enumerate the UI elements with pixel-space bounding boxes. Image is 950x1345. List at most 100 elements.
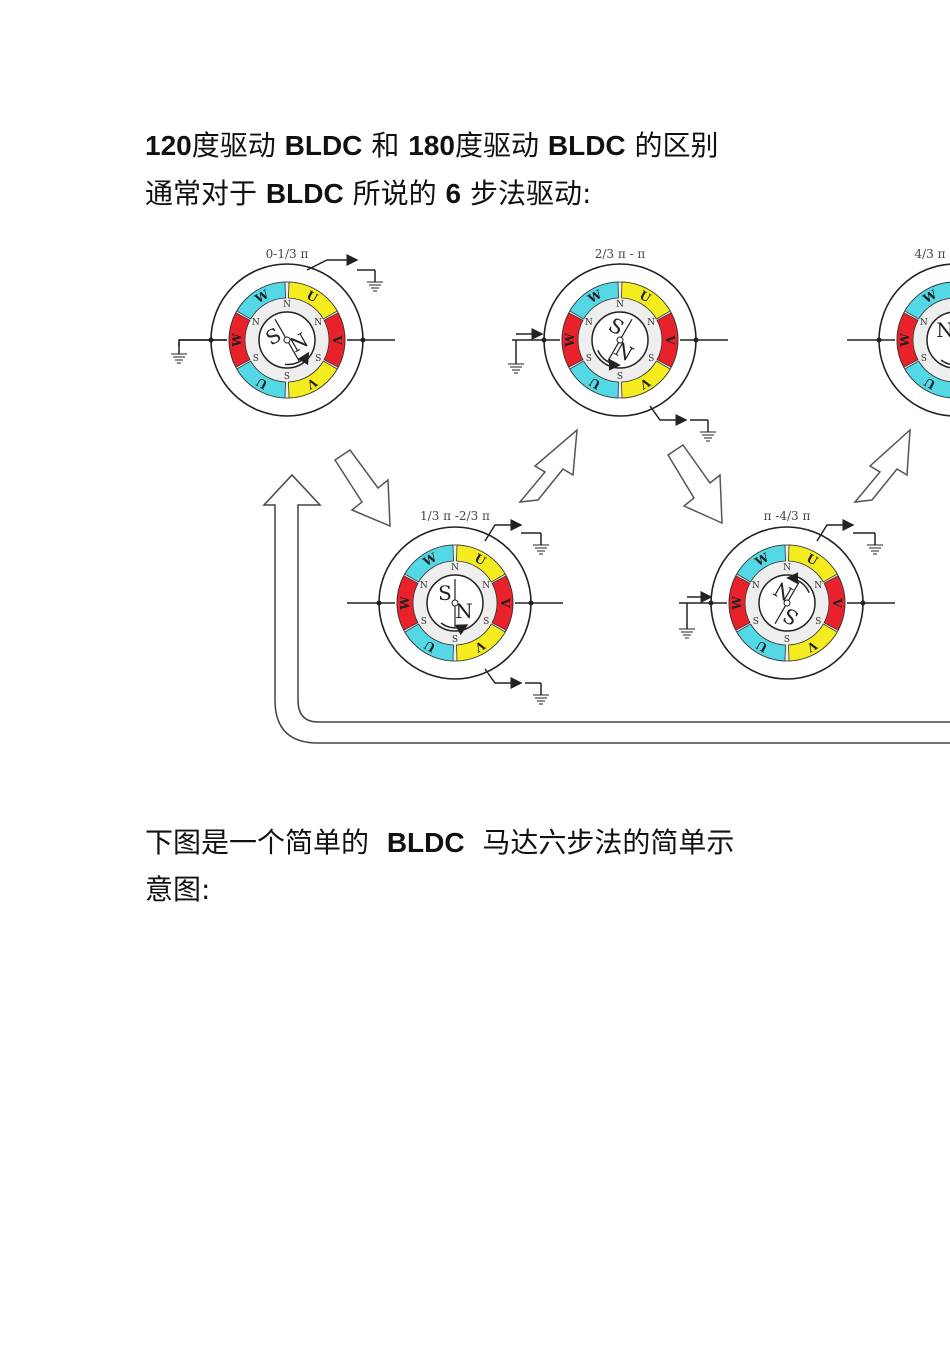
stage-label: π -4/3 π xyxy=(764,509,811,523)
segment-letter: V xyxy=(830,597,844,608)
rotor xyxy=(926,311,950,369)
inner-pole-letter: N xyxy=(752,581,760,591)
stator-segment xyxy=(404,544,454,583)
inner-pole-letter: N xyxy=(420,581,428,591)
transition-arrow xyxy=(333,428,911,528)
inner-pole-letter: S xyxy=(483,617,489,627)
inner-pole-letter: S xyxy=(586,354,592,364)
heading-text: 步法驱动: xyxy=(470,177,592,210)
heading-bldc: BLDC xyxy=(547,130,626,161)
stator-segment xyxy=(491,575,514,631)
inner-pole-letter: S xyxy=(617,372,623,382)
stator-segment xyxy=(288,360,338,399)
rotor-pole-top: N xyxy=(936,318,950,342)
body-text: 马达六步法的简单示 xyxy=(482,826,735,859)
heading-line-1: 120度驱动 BLDC 和 180度驱动 BLDC 的区别 xyxy=(145,128,719,164)
inner-pole-letter: S xyxy=(315,354,321,364)
heading-text: 度驱动 xyxy=(454,129,539,162)
heading-bldc: BLDC xyxy=(265,178,344,209)
stator-segment xyxy=(621,281,671,320)
segment-letter: W xyxy=(585,287,605,307)
inner-pole-letter: S xyxy=(421,617,427,627)
ground-icon xyxy=(171,254,383,364)
heading-text: 通常对于 xyxy=(145,177,258,210)
segment-letter: W xyxy=(252,287,272,307)
inner-pole-letter: S xyxy=(284,372,290,382)
stator-segment xyxy=(788,544,838,583)
inner-pole-letter: N xyxy=(647,318,655,328)
heading-text: 和 xyxy=(371,129,400,162)
inner-pole-letter: N xyxy=(252,318,260,328)
stator-segment xyxy=(456,544,506,583)
stator-segment xyxy=(621,360,671,399)
inner-pole-letter: S xyxy=(648,354,654,364)
return-loop-arrow xyxy=(262,473,950,744)
stator-segment xyxy=(288,281,338,320)
stator-segment xyxy=(904,360,950,399)
stator-segment xyxy=(896,312,919,368)
inner-pole-letter: S xyxy=(753,617,759,627)
inner-pole-letter: N xyxy=(283,300,291,310)
stage-label: 0-1/3 π xyxy=(266,247,309,261)
segment-letter: W xyxy=(420,550,440,570)
body-text: 意图: xyxy=(145,873,211,906)
heading-text: 度驱动 xyxy=(191,129,276,162)
inner-pole-letter: N xyxy=(314,318,322,328)
stator-segment xyxy=(728,575,751,631)
segment-letter: W xyxy=(563,333,577,348)
segment-letter: V xyxy=(663,334,677,345)
inner-pole-letter: S xyxy=(921,354,927,364)
inner-pole-letter: N xyxy=(482,581,490,591)
stator-segment xyxy=(456,623,506,662)
inner-pole-letter: S xyxy=(253,354,259,364)
heading-text: 所说的 xyxy=(352,177,437,210)
stage-label: 4/3 π xyxy=(914,247,945,261)
ground-icon xyxy=(508,328,716,442)
inner-pole-letter: S xyxy=(452,635,458,645)
text-line-2: 意图: xyxy=(145,872,210,908)
inner-pole-letter: N xyxy=(616,300,624,310)
rotor-pole-top: S xyxy=(438,581,452,605)
text-line-1: 下图是一个简单的 BLDC 马达六步法的简单示 xyxy=(145,825,734,861)
ground-icon xyxy=(679,519,883,639)
stator-segment xyxy=(236,360,286,399)
stator-segment xyxy=(823,575,846,631)
inner-pole-letter: S xyxy=(815,617,821,627)
heading-number-120: 120 xyxy=(145,130,192,161)
inner-pole-letter: N xyxy=(585,318,593,328)
inner-pole-letter: N xyxy=(451,563,459,573)
stator-segment xyxy=(561,312,584,368)
heading-number-6: 6 xyxy=(445,178,462,209)
stator-segment xyxy=(396,575,419,631)
inner-pole-letter: N xyxy=(920,318,928,328)
segment-letter: W xyxy=(898,333,912,348)
segment-letter: W xyxy=(398,596,412,611)
segment-letter: W xyxy=(920,287,940,307)
heading-line-2: 通常对于 BLDC 所说的 6 步法驱动: xyxy=(145,176,591,212)
rotor-pole-bottom: N xyxy=(455,599,473,623)
body-bldc: BLDC xyxy=(386,827,465,858)
heading-text: 的区别 xyxy=(634,129,719,162)
stator-segment xyxy=(788,623,838,662)
stator-segment xyxy=(904,281,950,320)
segment-letter: W xyxy=(752,550,772,570)
stator-segment xyxy=(569,360,619,399)
stage-label: 2/3 π - π xyxy=(595,247,646,261)
segment-letter: W xyxy=(730,596,744,611)
stator-segment xyxy=(736,544,786,583)
stator-segment xyxy=(323,312,346,368)
inner-pole-letter: N xyxy=(814,581,822,591)
inner-pole-letter: N xyxy=(783,563,791,573)
segment-letter: V xyxy=(498,597,512,608)
ground-icon xyxy=(484,519,549,705)
inner-pole-letter: S xyxy=(784,635,790,645)
stage-label: 1/3 π -2/3 π xyxy=(420,509,490,523)
stator-segment xyxy=(656,312,679,368)
stator-segment xyxy=(404,623,454,662)
heading-number-180: 180 xyxy=(408,130,455,161)
segment-letter: W xyxy=(230,333,244,348)
